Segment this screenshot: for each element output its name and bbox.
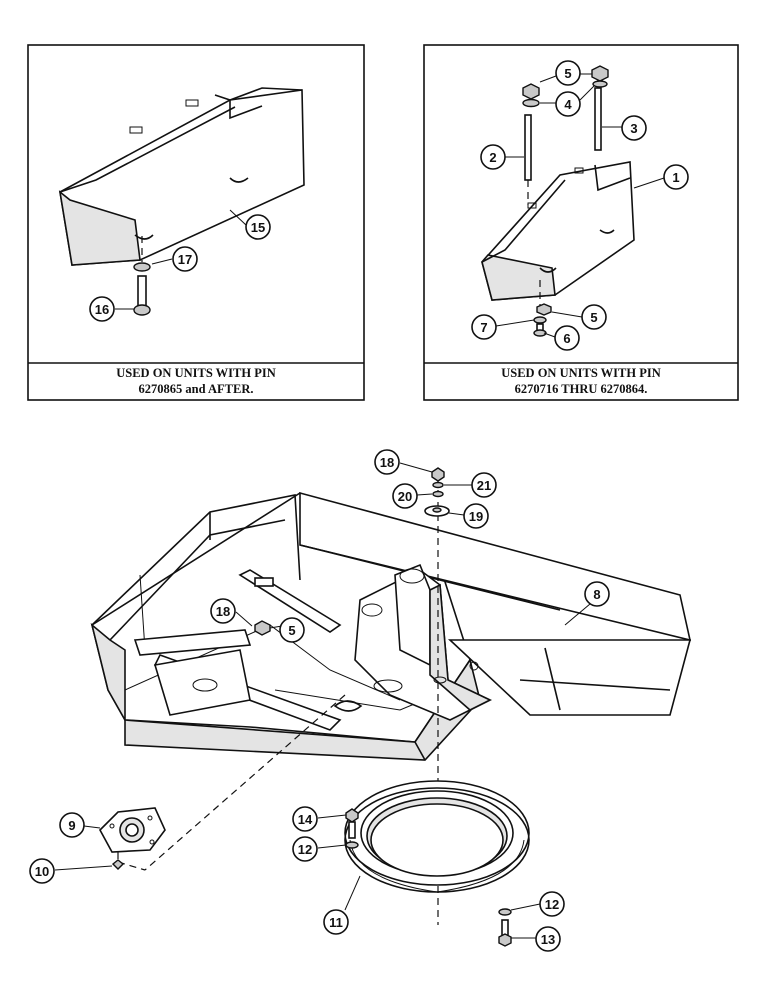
svg-text:14: 14 xyxy=(298,812,313,827)
svg-text:18: 18 xyxy=(380,455,394,470)
washer-icon xyxy=(133,262,151,272)
callout-9: 9 xyxy=(59,812,101,838)
svg-text:20: 20 xyxy=(398,489,412,504)
counterweight-icon xyxy=(58,87,305,266)
svg-text:3: 3 xyxy=(630,121,637,136)
callout-7: 7 xyxy=(471,314,535,340)
callout-19: 19 xyxy=(448,503,489,529)
callout-20: 20 xyxy=(392,483,433,509)
left-caption-line2: 6270865 and AFTER. xyxy=(139,382,254,396)
right-caption-line1: USED ON UNITS WITH PIN xyxy=(501,366,661,380)
washer-icon xyxy=(533,303,552,337)
svg-text:1: 1 xyxy=(672,170,679,185)
svg-text:17: 17 xyxy=(178,252,192,267)
bolt-icon xyxy=(133,275,151,316)
nut-icon xyxy=(431,467,445,498)
bolt-icon xyxy=(345,808,359,849)
svg-text:16: 16 xyxy=(95,302,109,317)
svg-text:7: 7 xyxy=(480,320,487,335)
callout-8: 8 xyxy=(564,581,610,626)
svg-text:19: 19 xyxy=(469,509,483,524)
callout-11: 11 xyxy=(323,875,361,935)
callout-12b: 12 xyxy=(510,891,565,917)
bolt-icon xyxy=(99,807,166,870)
svg-text:5: 5 xyxy=(564,66,571,81)
upper-frame-icon xyxy=(90,491,692,761)
svg-text:21: 21 xyxy=(477,478,491,493)
callout-10: 10 xyxy=(29,858,113,884)
svg-text:11: 11 xyxy=(329,915,343,930)
callout-1: 1 xyxy=(633,164,689,190)
svg-text:4: 4 xyxy=(564,97,572,112)
svg-text:6: 6 xyxy=(563,331,570,346)
svg-text:18: 18 xyxy=(216,604,230,619)
washer-icon xyxy=(424,505,450,517)
svg-text:13: 13 xyxy=(541,932,555,947)
nut-icon xyxy=(522,65,609,108)
callout-2: 2 xyxy=(480,144,524,170)
svg-text:10: 10 xyxy=(35,864,49,879)
callout-18b: 18 xyxy=(374,449,433,475)
right-panel: USED ON UNITS WITH PIN 6270716 THRU 6270… xyxy=(423,44,739,401)
callout-6: 6 xyxy=(543,325,580,351)
left-caption-line1: USED ON UNITS WITH PIN xyxy=(116,366,276,380)
callout-5c: 5 xyxy=(269,617,305,643)
svg-text:12: 12 xyxy=(298,842,312,857)
callout-12a: 12 xyxy=(292,836,347,862)
svg-text:5: 5 xyxy=(288,623,295,638)
callout-5b: 5 xyxy=(551,304,607,330)
callout-5a: 5 xyxy=(539,60,592,86)
bolt-icon xyxy=(498,908,512,947)
callout-3: 3 xyxy=(602,115,647,141)
svg-text:12: 12 xyxy=(545,897,559,912)
callout-21: 21 xyxy=(444,472,497,498)
callout-16: 16 xyxy=(89,296,134,322)
callout-15: 15 xyxy=(229,209,271,240)
right-caption-line2: 6270716 THRU 6270864. xyxy=(515,382,648,396)
left-panel: USED ON UNITS WITH PIN 6270865 and AFTER… xyxy=(27,44,365,401)
svg-text:15: 15 xyxy=(251,220,265,235)
counterweight-icon xyxy=(481,161,635,301)
callout-13: 13 xyxy=(511,926,561,952)
svg-text:8: 8 xyxy=(593,587,600,602)
callout-layer: 15 17 16 5 4 3 xyxy=(29,60,689,952)
callout-18a: 18 xyxy=(210,598,253,627)
callout-4: 4 xyxy=(540,85,595,117)
swing-bearing-icon xyxy=(344,780,530,893)
svg-text:2: 2 xyxy=(489,150,496,165)
callout-14: 14 xyxy=(292,806,347,832)
svg-text:9: 9 xyxy=(68,818,75,833)
callout-17: 17 xyxy=(151,246,198,272)
svg-text:5: 5 xyxy=(590,310,597,325)
